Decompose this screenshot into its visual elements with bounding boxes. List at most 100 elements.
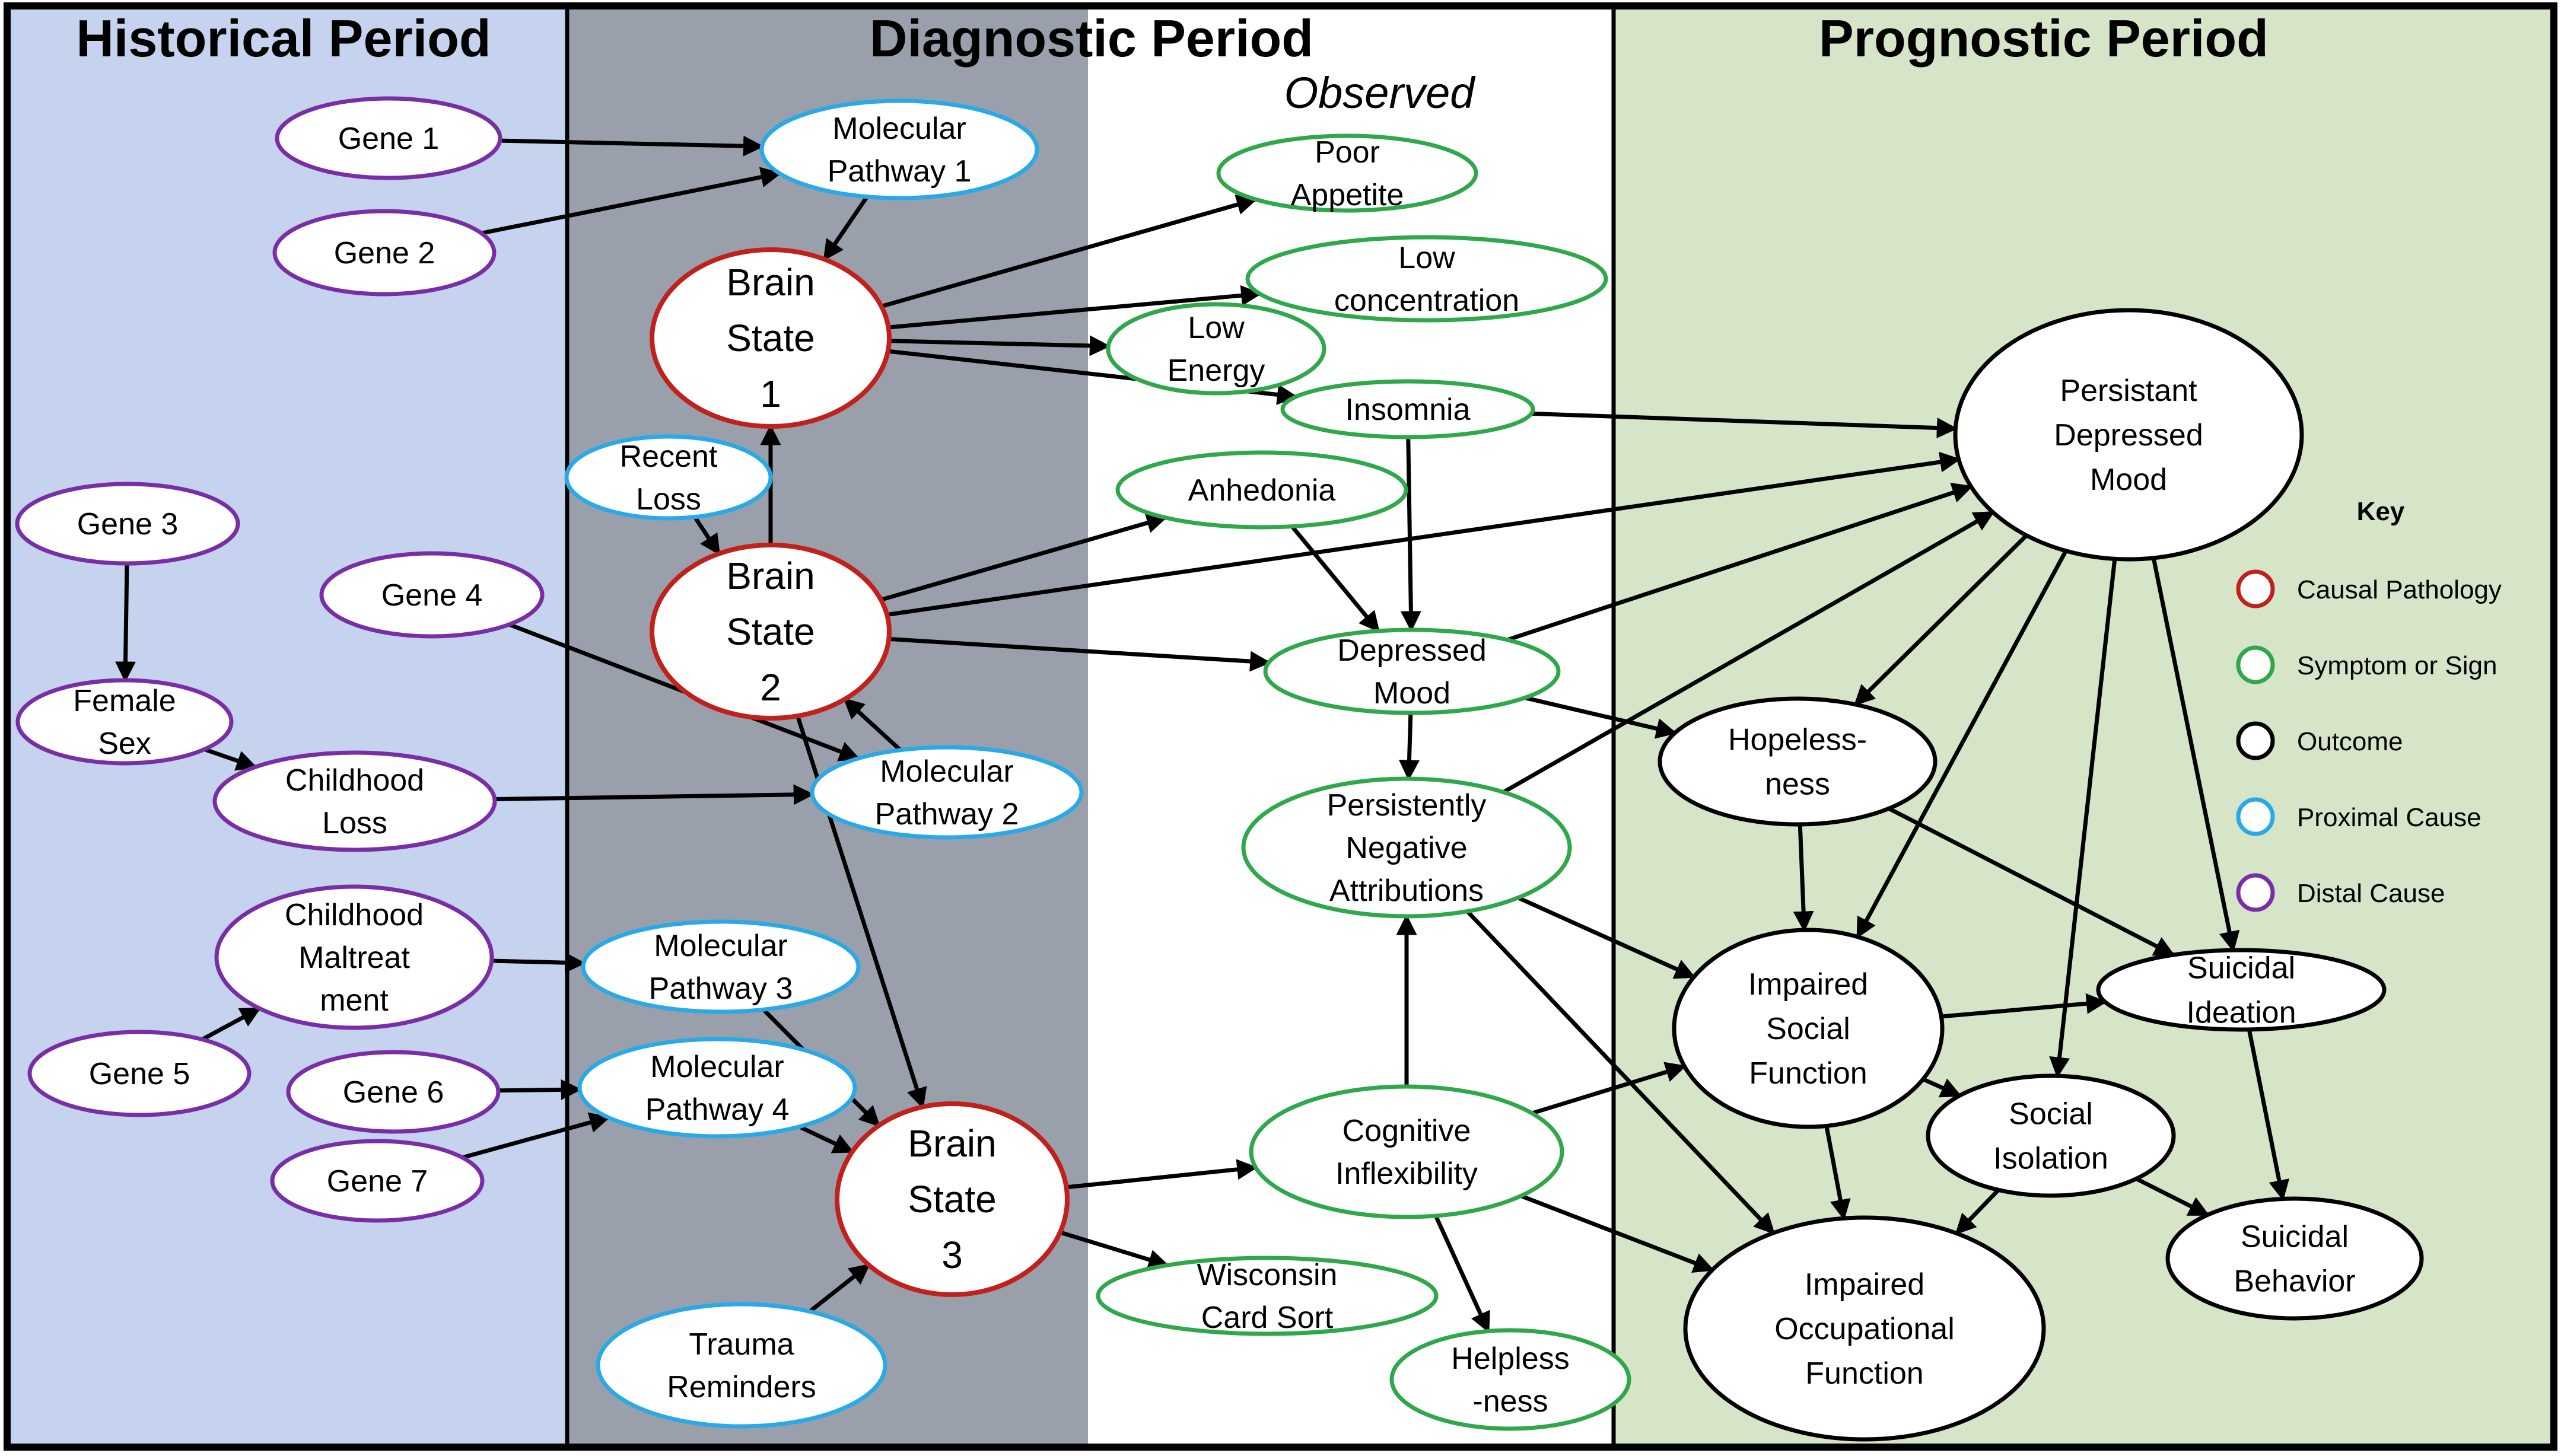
arrow-recent-loss-to-brain-state2 xyxy=(693,515,721,556)
node-helplessness: Helpless-ness xyxy=(1389,1328,1631,1431)
node-label-line: Low xyxy=(1188,311,1245,345)
arrow-brain-state3-to-cognitive-inflexibility xyxy=(1066,1159,1258,1190)
node-ellipse xyxy=(577,1037,857,1139)
node-label-line: Pathway 4 xyxy=(645,1092,790,1127)
node-ellipse xyxy=(1216,133,1478,213)
node-ellipse xyxy=(212,750,497,852)
node-label-line: Brain xyxy=(726,555,815,597)
node-label-line: Appetite xyxy=(1291,178,1404,212)
node-label-line: Attributions xyxy=(1329,874,1484,908)
key-label-proximal: Proximal Cause xyxy=(2297,803,2482,832)
node-label-line: Depressed xyxy=(1337,633,1486,668)
node-label-line: Card Sort xyxy=(1201,1301,1334,1335)
arrow-persistant-depressed-mood-to-suicidal-ideation xyxy=(2151,557,2240,952)
node-ellipse xyxy=(272,209,497,297)
node-label-line: concentration xyxy=(1334,283,1519,318)
node-label-line: Function xyxy=(1749,1056,1867,1091)
node-ellipse xyxy=(1245,235,1608,323)
node-label-line: Anhedonia xyxy=(1188,473,1336,508)
arrow-female-sex-to-childhood-loss xyxy=(203,747,257,771)
key-swatch-proximal xyxy=(2236,797,2275,836)
arrow-gene5-to-childhood-maltreatment xyxy=(201,1006,262,1041)
diagnostic-period-title: Diagnostic Period xyxy=(870,9,1313,68)
node-ellipse xyxy=(810,745,1084,840)
arrow-persistant-depressed-mood-to-hopelessness xyxy=(1853,534,2028,706)
node-label-line: State xyxy=(726,610,815,653)
node-label-line: Gene 2 xyxy=(334,236,435,270)
key-title: Key xyxy=(2357,497,2405,526)
node-label-line: Recent xyxy=(620,439,718,474)
node-ellipse xyxy=(1096,1256,1439,1336)
node-ellipse xyxy=(27,1030,252,1117)
node-label-line: -ness xyxy=(1472,1384,1548,1419)
arrow-mol-path2-to-brain-state2 xyxy=(843,697,902,752)
node-label-line: Hopeless- xyxy=(1728,723,1867,757)
node-ellipse xyxy=(2165,1196,2424,1321)
node-label-line: Function xyxy=(1805,1356,1923,1391)
arrow-childhood-loss-to-mol-path2 xyxy=(494,784,815,805)
arrow-mol-path4-to-brain-state3 xyxy=(798,1124,854,1154)
arrow-brain-state2-to-anhedonia xyxy=(880,512,1167,602)
node-low-concentration: Low concentration xyxy=(1245,235,1608,323)
node-gene5: Gene 5 xyxy=(27,1030,252,1117)
node-label-line: Gene 6 xyxy=(343,1075,444,1110)
node-ellipse xyxy=(319,551,545,639)
node-label-line: Isolation xyxy=(1993,1142,2108,1176)
node-label-line: 2 xyxy=(760,666,781,709)
node-ellipse xyxy=(270,1139,485,1223)
node-label-line: Trauma xyxy=(689,1327,794,1362)
node-gene6: Gene 6 xyxy=(286,1050,501,1134)
arrow-social-isolation-to-impaired-occupational xyxy=(1955,1188,2000,1235)
node-ellipse xyxy=(759,98,1039,200)
node-label-line: Impaired xyxy=(1805,1267,1924,1302)
key-swatch-causal xyxy=(2236,569,2275,608)
node-ellipse xyxy=(596,1302,887,1429)
node-label-line: Pathway 3 xyxy=(649,971,793,1006)
node-ellipse xyxy=(275,96,502,180)
node-ellipse xyxy=(1389,1328,1631,1431)
arrow-suicidal-ideation-to-suicidal-behavior xyxy=(2247,1029,2290,1201)
key-label-outcome: Outcome xyxy=(2297,727,2403,756)
node-label-line: Pathway 1 xyxy=(828,154,972,189)
arrow-persistently-negative-to-impaired-social xyxy=(1517,896,1696,979)
arrow-gene7-to-mol-path4 xyxy=(462,1112,611,1160)
node-label-line: Low xyxy=(1398,241,1455,275)
arrow-hopelessness-to-impaired-social xyxy=(1793,824,1814,932)
node-label-line: Wisconsin xyxy=(1197,1258,1338,1292)
node-label-line: Behavior xyxy=(2234,1264,2355,1299)
arrow-cognitive-inflexibility-to-impaired-occupational xyxy=(1520,1194,1714,1273)
node-label-line: ness xyxy=(1765,767,1830,802)
node-label-line: Gene 5 xyxy=(89,1057,190,1091)
node-label-line: Energy xyxy=(1167,353,1265,388)
node-ellipse xyxy=(1280,379,1535,439)
node-label-line: Childhood xyxy=(285,763,424,798)
arrow-social-isolation-to-suicidal-behavior xyxy=(2135,1177,2210,1217)
node-gene7: Gene 7 xyxy=(270,1139,485,1223)
node-anhedonia: Anhedonia xyxy=(1115,450,1408,530)
node-ellipse xyxy=(835,1101,1070,1297)
node-label-line: 1 xyxy=(760,372,781,415)
node-ellipse xyxy=(581,919,861,1014)
node-ellipse xyxy=(564,434,773,521)
arrow-brain-state1-to-low-energy xyxy=(889,335,1111,356)
arrow-hopelessness-to-suicidal-ideation xyxy=(1888,807,2175,957)
arrow-impaired-social-to-impaired-occupational xyxy=(1824,1125,1851,1221)
node-label-line: Cognitive xyxy=(1342,1114,1471,1148)
arrow-persistently-negative-to-persistant-depressed-mood xyxy=(1502,510,1995,794)
arrow-trauma-reminders-to-brain-state3 xyxy=(808,1263,871,1314)
arrow-cognitive-inflexibility-to-helplessness xyxy=(1434,1215,1491,1333)
node-gene4: Gene 4 xyxy=(319,551,545,639)
node-ellipse xyxy=(15,678,234,766)
